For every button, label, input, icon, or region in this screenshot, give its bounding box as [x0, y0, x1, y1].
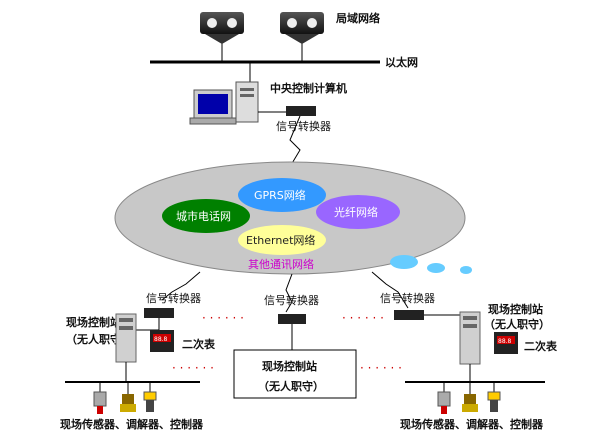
fiber-network — [316, 195, 400, 229]
devices-right-label: 现场传感器、调解器、控制器 — [400, 417, 544, 431]
ethernet-label: 以太网 — [385, 55, 418, 69]
gprs-label: GPRS网络 — [254, 188, 306, 202]
unattended-center-label: （无人职守） — [258, 379, 324, 393]
dots-3: · · · · · · — [172, 361, 214, 375]
meter-display-right: 88.8 — [498, 338, 512, 345]
dots-1: · · · · · · — [202, 311, 244, 325]
converter-icon — [286, 106, 316, 116]
other-comm-label: 其他通讯网络 — [248, 257, 314, 271]
sensor-icon — [437, 391, 451, 407]
blob-2 — [427, 263, 445, 273]
network-cloud — [114, 161, 466, 275]
sensor-icon — [93, 391, 107, 407]
converter-mid-label: 信号转换器 — [264, 293, 319, 307]
central-computer — [189, 81, 259, 125]
field-station-left-label: 现场控制站 — [66, 315, 121, 329]
city-phone-network — [162, 199, 250, 233]
blob-3 — [460, 266, 472, 274]
devices-left-label: 现场传感器、调解器、控制器 — [60, 417, 204, 431]
converter-icon — [144, 308, 174, 318]
ethernet-net-label: Ethernet网络 — [246, 233, 315, 247]
wireless-link-mid — [285, 273, 293, 313]
converter-top-label: 信号转换器 — [276, 119, 331, 133]
unattended-right-label: （无人职守） — [484, 317, 550, 331]
cabinet-right — [459, 311, 481, 365]
secondary-right-label: 二次表 — [524, 339, 558, 353]
lan-label: 局域网络 — [335, 11, 380, 25]
field-station-center-label: 现场控制站 — [262, 359, 317, 373]
camera-icon — [200, 12, 244, 34]
lan-camera-right — [280, 12, 324, 62]
camera-icon — [280, 12, 324, 34]
dots-4: · · · · · · — [360, 361, 402, 375]
ethernet-network — [238, 225, 326, 255]
wireless-link-left — [161, 271, 201, 301]
field-station-right-label: 现场控制站 — [488, 302, 543, 316]
dots-2: · · · · · · — [342, 311, 384, 325]
secondary-left-label: 二次表 — [182, 337, 216, 351]
meter-display-left: 88.8 — [154, 336, 168, 343]
wireless-link — [287, 115, 301, 171]
fiber-label: 光纤网络 — [334, 205, 378, 219]
converter-icon — [394, 310, 424, 320]
converter-right-label: 信号转换器 — [380, 291, 435, 305]
sensors-left — [93, 382, 157, 414]
field-station-center — [233, 349, 357, 399]
meter-left: 88.8 — [150, 330, 174, 352]
sensors-right — [437, 382, 501, 414]
meter-right: 88.8 — [494, 332, 518, 354]
gprs-network — [238, 178, 326, 212]
city-phone-label: 城市电话网 — [176, 209, 231, 223]
converter-icon — [278, 314, 306, 324]
central-computer-label: 中央控制计算机 — [270, 81, 347, 95]
wireless-link-right — [371, 271, 409, 309]
lan-camera-left — [200, 12, 244, 62]
converter-left-label: 信号转换器 — [146, 291, 201, 305]
cabinet-left — [115, 313, 137, 363]
blob-1 — [390, 255, 418, 269]
